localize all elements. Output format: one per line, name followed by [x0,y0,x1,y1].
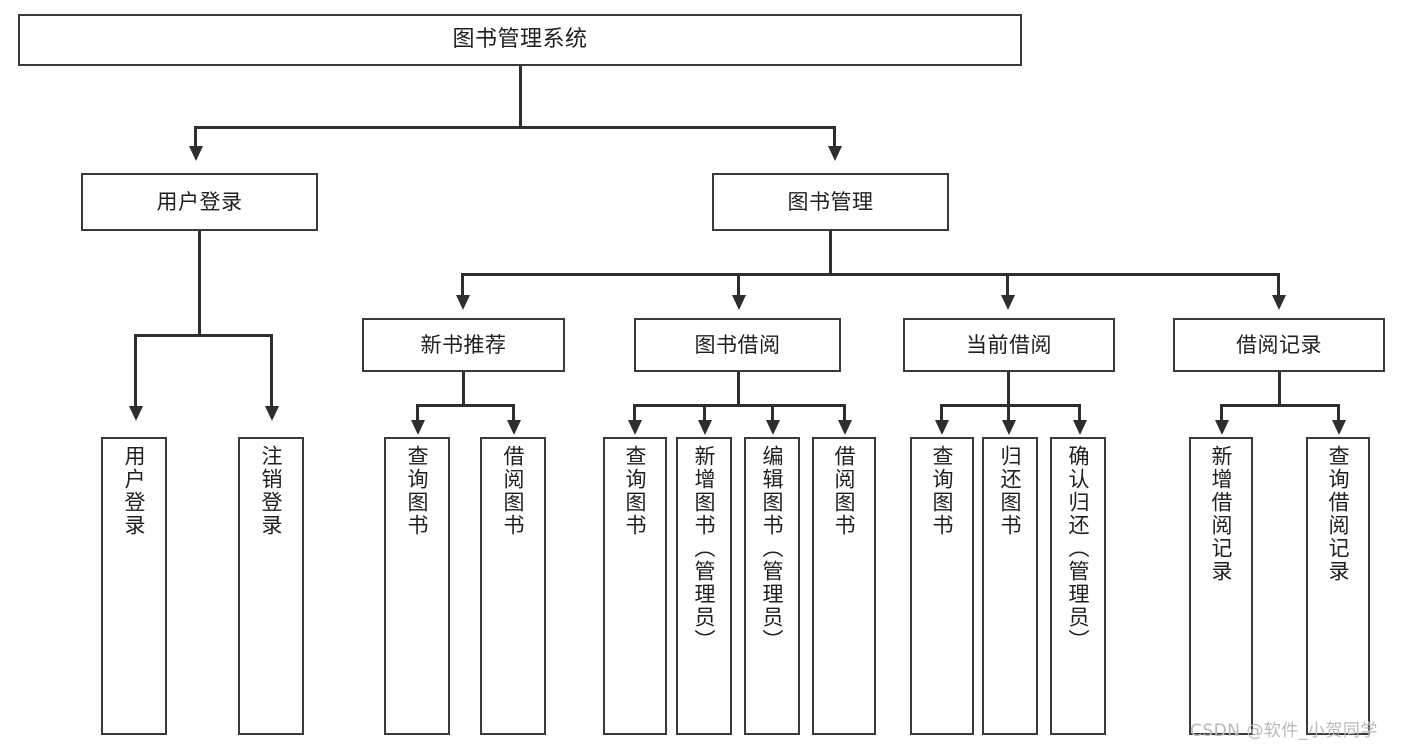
arrowhead-leaf-borrow-book-1 [507,420,521,435]
node-label: 借阅图书 [832,445,857,537]
edge-drop-borrow-record [1277,273,1280,297]
edge-drop-leaf-borrow-book-2 [843,404,846,422]
arrowhead-leaf-query-book-2 [628,420,642,435]
edge-drop-leaf-add-record [1220,404,1223,422]
node-label: 借阅图书 [501,445,526,537]
watermark-text: CSDN @软件_小贺同学 [1190,721,1378,741]
arrowhead-leaf-query-record [1332,420,1346,435]
arrowhead-leaf-confirm-return [1073,420,1087,435]
edge-user-login-stem [198,231,201,336]
node-leaf-query-book-2[interactable]: 查询图书 [603,437,667,735]
node-label: 用户登录 [156,189,243,214]
edge-root-stem [519,66,522,128]
edge-user-login-bus [135,334,272,337]
edge-drop-leaf-query-record [1337,404,1340,422]
node-leaf-borrow-book-1[interactable]: 借阅图书 [480,437,546,735]
arrowhead-new-book-recommend [456,295,470,310]
node-label: 查询图书 [405,445,430,537]
edge-book-management-bus [462,273,1280,276]
node-current-borrow[interactable]: 当前借阅 [903,318,1115,372]
edge-current-borrow-stem [1007,372,1010,406]
edge-current-borrow-bus [941,404,1081,407]
arrowhead-user-login [189,146,203,161]
edge-drop-book-borrow [737,273,740,297]
node-book-borrow[interactable]: 图书借阅 [634,318,841,372]
node-label: 新书推荐 [420,332,507,357]
node-book-management[interactable]: 图书管理 [712,173,949,231]
node-leaf-add-book[interactable]: 新增图书（管理员） [676,437,732,735]
node-leaf-borrow-book-2[interactable]: 借阅图书 [812,437,876,735]
node-leaf-confirm-return[interactable]: 确认归还（管理员） [1050,437,1106,735]
edge-drop-leaf-add-book [703,404,706,422]
arrowhead-book-management [828,146,842,161]
node-root-system[interactable]: 图书管理系统 [18,14,1022,66]
node-leaf-add-record[interactable]: 新增借阅记录 [1189,437,1253,735]
node-label: 新增图书（管理员） [692,445,717,652]
node-user-login[interactable]: 用户登录 [81,173,318,231]
arrowhead-leaf-query-book-3 [935,420,949,435]
arrowhead-leaf-user-login [129,406,143,421]
node-label: 图书管理 [787,189,874,214]
arrowhead-leaf-borrow-book-2 [838,420,852,435]
edge-root-bus [195,126,835,129]
edge-drop-leaf-borrow-book-1 [512,404,515,422]
node-label: 确认归还（管理员） [1066,445,1091,652]
edge-borrow-record-bus [1221,404,1340,407]
node-leaf-edit-book[interactable]: 编辑图书（管理员） [744,437,800,735]
edge-drop-book-management [833,126,836,148]
node-borrow-record[interactable]: 借阅记录 [1173,318,1385,372]
arrowhead-leaf-add-book [698,420,712,435]
node-label: 图书借阅 [694,332,781,357]
edge-drop-leaf-query-book-1 [416,404,419,422]
edge-drop-leaf-query-book-3 [940,404,943,422]
node-label: 注销登录 [259,445,284,537]
node-leaf-query-record[interactable]: 查询借阅记录 [1306,437,1370,735]
edge-book-borrow-stem [737,372,740,406]
arrowhead-leaf-edit-book [766,420,780,435]
arrowhead-leaf-add-record [1215,420,1229,435]
node-new-book-recommend[interactable]: 新书推荐 [362,318,565,372]
node-label: 查询图书 [623,445,648,537]
arrowhead-leaf-query-book-1 [411,420,425,435]
edge-borrow-record-stem [1278,372,1281,406]
arrowhead-leaf-logout-login [265,406,279,421]
edge-drop-user-login [194,126,197,148]
node-leaf-query-book-3[interactable]: 查询图书 [910,437,974,735]
node-label: 用户登录 [122,445,147,537]
edge-drop-new-book-recommend [461,273,464,297]
edge-drop-leaf-user-login [134,334,137,408]
arrowhead-leaf-return-book [1002,420,1016,435]
edge-book-borrow-bus [634,404,846,407]
node-leaf-return-book[interactable]: 归还图书 [982,437,1038,735]
node-leaf-logout-login[interactable]: 注销登录 [238,437,304,735]
edge-drop-leaf-edit-book [771,404,774,422]
node-label: 借阅记录 [1236,332,1322,357]
arrowhead-book-borrow [732,295,746,310]
node-leaf-user-login[interactable]: 用户登录 [101,437,167,735]
node-label: 归还图书 [998,445,1023,537]
arrowhead-current-borrow [1001,295,1015,310]
edge-drop-leaf-query-book-2 [633,404,636,422]
edge-new-book-recommend-stem [462,372,465,406]
edge-new-book-recommend-bus [417,404,515,407]
node-label: 新增借阅记录 [1209,445,1234,583]
node-label: 查询借阅记录 [1326,445,1351,583]
edge-drop-leaf-return-book [1007,404,1010,422]
edge-book-management-stem [829,231,832,275]
node-label: 查询图书 [930,445,955,537]
node-label: 图书管理系统 [452,27,588,53]
node-leaf-query-book-1[interactable]: 查询图书 [384,437,450,735]
edge-drop-current-borrow [1006,273,1009,297]
edge-drop-leaf-logout-login [270,334,273,408]
edge-drop-leaf-confirm-return [1078,404,1081,422]
node-label: 编辑图书（管理员） [760,445,785,652]
arrowhead-borrow-record [1272,295,1286,310]
node-label: 当前借阅 [966,332,1052,357]
